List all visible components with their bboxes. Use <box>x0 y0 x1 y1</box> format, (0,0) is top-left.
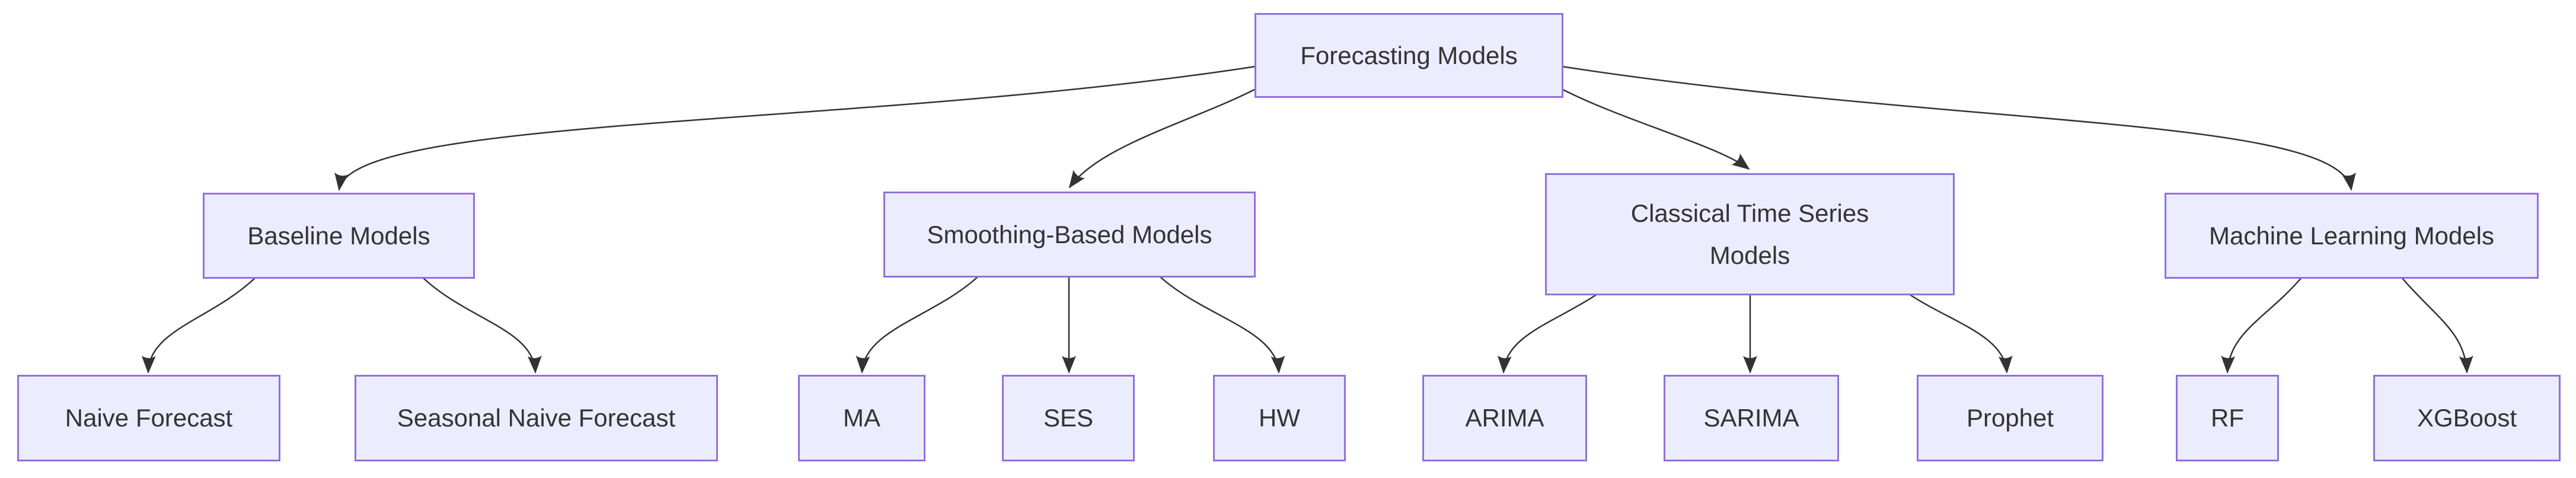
edge-ml-to-xgboost <box>2401 277 2473 374</box>
node-forecasting-models: Forecasting Models <box>1255 13 1563 98</box>
node-label: Seasonal Naive Forecast <box>397 404 676 432</box>
node-label: Naive Forecast <box>65 404 233 432</box>
node-label: RF <box>2211 404 2244 432</box>
edge-classical-to-prophet <box>1908 293 2013 374</box>
node-label: Smoothing-Based Models <box>927 220 1212 248</box>
node-prophet: Prophet <box>1917 375 2103 461</box>
node-label: Machine Learning Models <box>2209 221 2494 250</box>
edge-baseline-to-naive <box>141 277 256 374</box>
node-label: Classical Time Series Models <box>1630 199 1869 269</box>
node-label: Baseline Models <box>247 221 430 250</box>
node-machine-learning-models: Machine Learning Models <box>2165 193 2539 279</box>
node-hw: HW <box>1213 375 1346 461</box>
node-arima: ARIMA <box>1422 375 1587 461</box>
node-sarima: SARIMA <box>1664 375 1839 461</box>
node-label: SARIMA <box>1703 404 1799 432</box>
node-baseline-models: Baseline Models <box>203 193 475 279</box>
node-label: Prophet <box>1966 404 2054 432</box>
node-label: SES <box>1043 404 1094 432</box>
node-ma: MA <box>798 375 925 461</box>
node-xgboost: XGBoost <box>2373 375 2561 461</box>
node-rf: RF <box>2176 375 2279 461</box>
edge-forecasting-to-baseline <box>334 65 1256 191</box>
node-ses: SES <box>1002 375 1135 461</box>
node-naive-forecast: Naive Forecast <box>17 375 280 461</box>
node-label: ARIMA <box>1465 404 1544 432</box>
edge-smoothing-to-ma <box>856 276 979 374</box>
node-label: XGBoost <box>2417 404 2517 432</box>
edge-forecasting-to-ml <box>1561 65 2356 191</box>
edge-classical-to-arima <box>1497 293 1598 374</box>
edge-baseline-to-seasonal <box>422 277 542 374</box>
node-label: MA <box>843 404 880 432</box>
edge-forecasting-to-smoothing <box>1068 88 1256 189</box>
edge-forecasting-to-classical <box>1561 88 1750 170</box>
node-classical-time-series-models: Classical Time Series Models <box>1545 173 1955 295</box>
node-label: HW <box>1259 404 1300 432</box>
node-smoothing-based-models: Smoothing-Based Models <box>883 192 1256 278</box>
node-seasonal-naive-forecast: Seasonal Naive Forecast <box>355 375 718 461</box>
edge-ml-to-rf <box>2221 277 2302 374</box>
node-label: Forecasting Models <box>1300 41 1518 69</box>
edge-smoothing-to-hw <box>1159 276 1285 374</box>
